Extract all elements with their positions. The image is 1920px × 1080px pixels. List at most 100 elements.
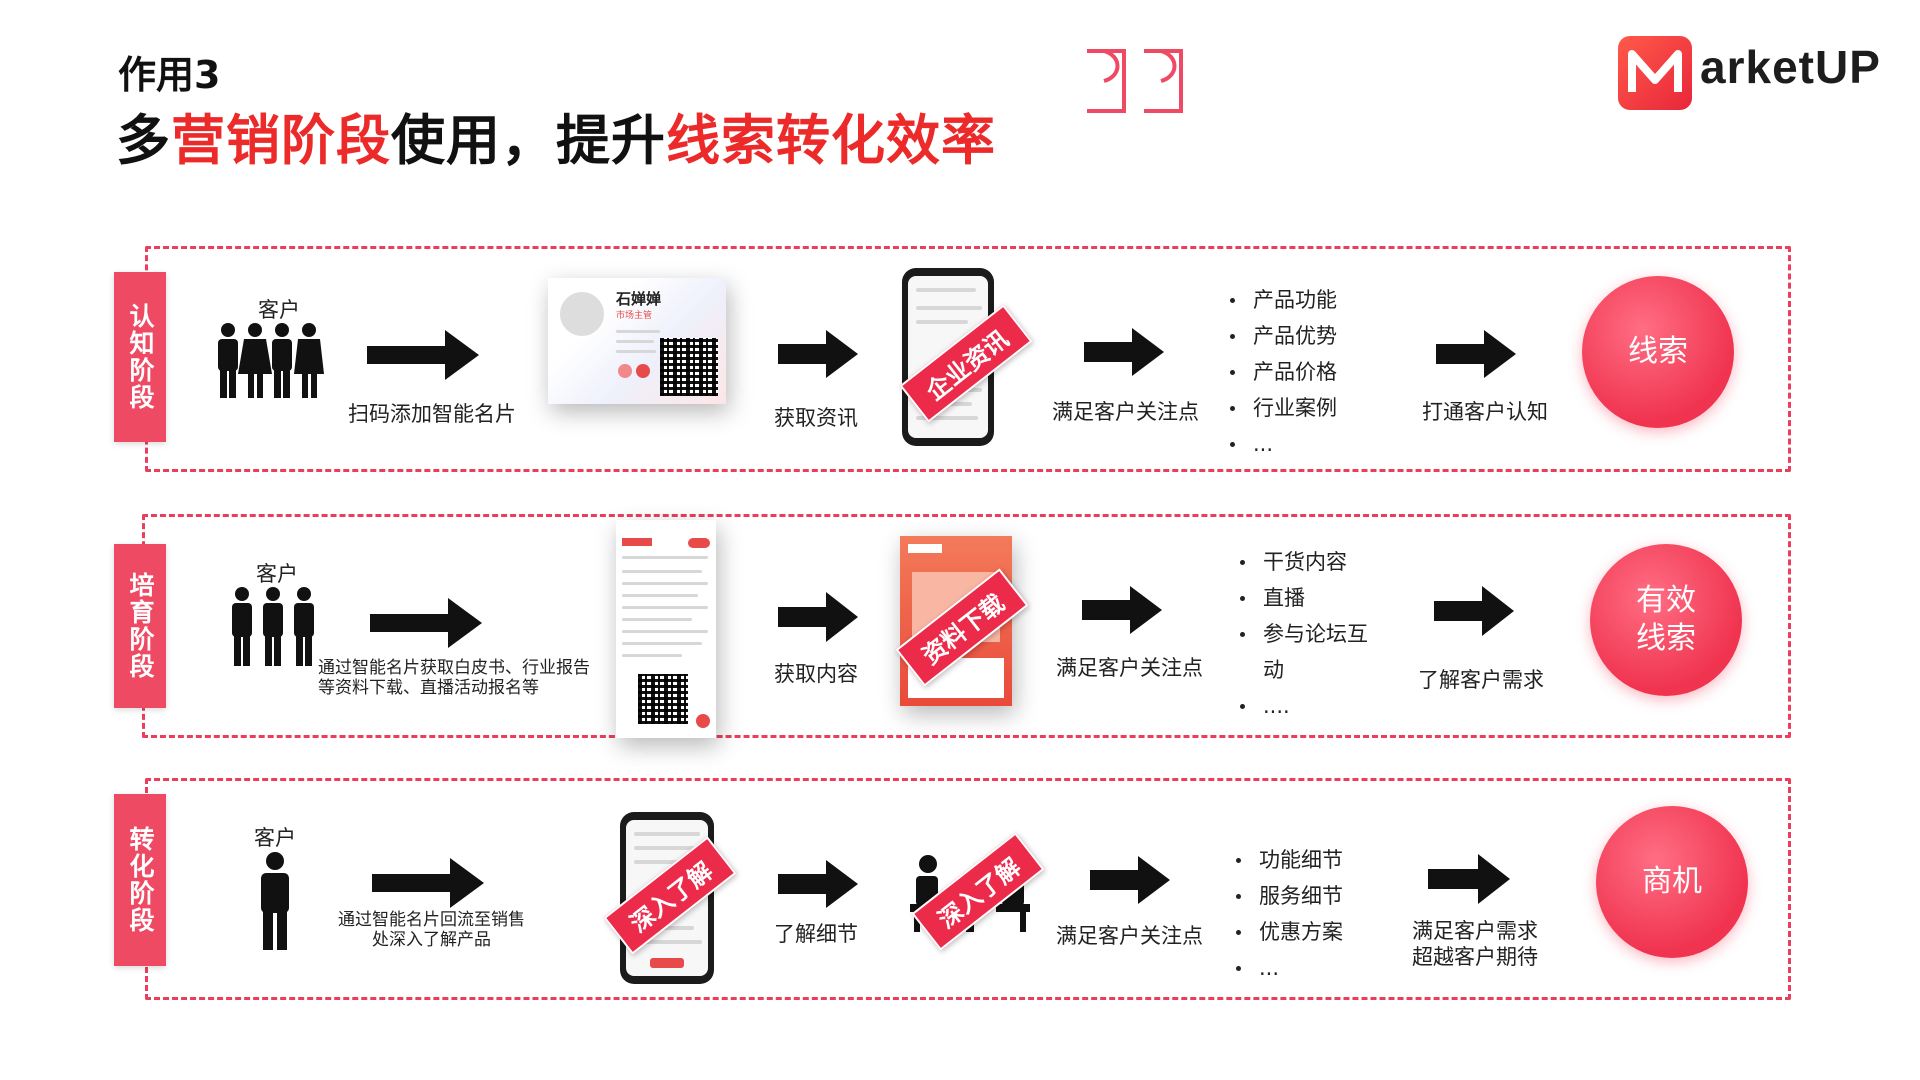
title-part-3: 使用，提升 bbox=[391, 109, 666, 172]
label-line-1: 满足客户需求 bbox=[1412, 919, 1538, 943]
step-learn-details-label: 了解细节 bbox=[774, 922, 858, 946]
arrow-right-icon bbox=[1428, 854, 1510, 904]
step-get-info-label: 获取资讯 bbox=[774, 406, 858, 430]
title-part-1: 多 bbox=[116, 109, 171, 172]
result-circle-opportunity: 商机 bbox=[1596, 806, 1748, 958]
page-line bbox=[622, 594, 698, 597]
logo-m-icon bbox=[1618, 36, 1692, 110]
arrow-right-icon bbox=[778, 330, 858, 378]
card-role: 市场主管 bbox=[616, 311, 653, 321]
page-line bbox=[622, 606, 708, 609]
smart-business-card: 石婵婵 市场主管 bbox=[548, 278, 726, 404]
list-item: ... bbox=[1236, 950, 1343, 986]
step-exceed-label: 满足客户需求 超越客户期待 bbox=[1412, 918, 1538, 970]
step-meet-needs-label: 满足客户关注点 bbox=[1052, 400, 1199, 424]
step-connect-label: 打通客户认知 bbox=[1422, 400, 1548, 424]
focus-points-list: 功能细节 服务细节 优惠方案 ... bbox=[1236, 842, 1343, 986]
label-line-2: 超越客户期待 bbox=[1412, 945, 1538, 969]
focus-points-list: 干货内容 直播 参与论坛互 动 .... bbox=[1240, 544, 1368, 724]
list-item: 功能细节 bbox=[1236, 842, 1343, 878]
arrow-right-icon bbox=[372, 858, 484, 908]
screen-line bbox=[634, 832, 700, 836]
card-text-line bbox=[616, 340, 654, 343]
list-item: 行业案例 bbox=[1230, 390, 1337, 426]
step-get-content-label: 获取内容 bbox=[774, 662, 858, 686]
page-line bbox=[622, 642, 702, 645]
step-scan-label: 扫码添加智能名片 bbox=[348, 402, 516, 426]
customer-label: 客户 bbox=[256, 562, 298, 586]
screen-line bbox=[916, 416, 978, 420]
screen-line bbox=[916, 306, 982, 310]
customer-person-icon bbox=[261, 852, 289, 950]
arrow-right-icon bbox=[1082, 586, 1162, 634]
desc-line-2: 等资料下载、直播活动报名等 bbox=[318, 678, 539, 698]
result-line-2: 线索 bbox=[1636, 621, 1696, 656]
customer-label: 客户 bbox=[258, 298, 300, 322]
page-line bbox=[622, 556, 708, 559]
screen-line bbox=[634, 940, 702, 944]
screen-line bbox=[916, 320, 968, 324]
arrow-right-icon bbox=[1434, 586, 1514, 636]
list-item: .... bbox=[1240, 688, 1368, 724]
list-item: 服务细节 bbox=[1236, 878, 1343, 914]
customer-label: 客户 bbox=[254, 826, 296, 850]
avatar bbox=[558, 290, 606, 338]
focus-points-list: 产品功能 产品优势 产品价格 行业案例 ... bbox=[1230, 282, 1337, 462]
page-line bbox=[622, 618, 692, 621]
section-subtitle: 作用3 bbox=[118, 53, 221, 97]
page-line bbox=[622, 630, 708, 633]
arrow-right-icon bbox=[367, 330, 479, 380]
mini-logo bbox=[622, 538, 652, 546]
whitepaper-page bbox=[616, 520, 716, 738]
screen-line bbox=[634, 846, 694, 850]
step-understand-needs-label: 了解客户需求 bbox=[1418, 668, 1544, 692]
brand-logo: arketUP bbox=[1618, 36, 1908, 114]
page-line bbox=[622, 570, 702, 573]
list-item: 参与论坛互 bbox=[1240, 616, 1368, 652]
mini-logo bbox=[908, 544, 942, 553]
share-icon bbox=[696, 714, 710, 728]
step-meet-needs-label: 满足客户关注点 bbox=[1056, 656, 1203, 680]
arrow-right-icon bbox=[1084, 328, 1164, 376]
arrow-right-icon bbox=[778, 860, 858, 908]
qr-code-icon bbox=[638, 674, 688, 724]
result-line-1: 有效 bbox=[1636, 583, 1696, 618]
stage-tab-conversion: 转化阶段 bbox=[114, 794, 166, 966]
result-circle-valid-leads: 有效 线索 bbox=[1590, 544, 1742, 696]
arrow-right-icon bbox=[1090, 856, 1170, 904]
desc-line-1: 通过智能名片回流至销售 bbox=[338, 910, 525, 930]
quote-mark-icon bbox=[1087, 49, 1183, 113]
screen-line bbox=[916, 288, 976, 292]
message-icon bbox=[636, 364, 650, 378]
screen-button bbox=[650, 958, 684, 968]
title-part-4: 线索转化效率 bbox=[666, 109, 996, 172]
page-line bbox=[622, 654, 682, 657]
card-text-line bbox=[616, 350, 656, 353]
logo-text: arketUP bbox=[1700, 41, 1881, 93]
list-item: 产品功能 bbox=[1230, 282, 1337, 318]
mini-button bbox=[688, 538, 710, 548]
phone-icon bbox=[618, 364, 632, 378]
desc-line-2: 处深入了解产品 bbox=[372, 930, 491, 950]
page-title: 多营销阶段使用，提升线索转化效率 bbox=[116, 96, 996, 175]
qr-code-icon bbox=[660, 338, 718, 396]
step-get-content-desc: 通过智能名片获取白皮书、行业报告 等资料下载、直播活动报名等 bbox=[318, 658, 590, 698]
customers-group-icon bbox=[218, 323, 324, 398]
screen-line bbox=[634, 860, 704, 864]
arrow-right-icon bbox=[778, 592, 858, 642]
list-item: 直播 bbox=[1240, 580, 1368, 616]
list-item: ... bbox=[1230, 426, 1337, 462]
list-item: 产品价格 bbox=[1230, 354, 1337, 390]
step-return-sales-desc: 通过智能名片回流至销售 处深入了解产品 bbox=[338, 910, 525, 950]
card-name: 石婵婵 bbox=[616, 290, 662, 308]
arrow-right-icon bbox=[1436, 330, 1516, 378]
stage-tab-awareness: 认知阶段 bbox=[114, 272, 166, 442]
card-text-line bbox=[616, 330, 660, 333]
page-line bbox=[622, 582, 708, 585]
list-item: 优惠方案 bbox=[1236, 914, 1343, 950]
customers-group-icon bbox=[232, 587, 314, 666]
result-circle-leads: 线索 bbox=[1582, 276, 1734, 428]
stage-tab-nurture: 培育阶段 bbox=[114, 544, 166, 708]
list-item: 动 bbox=[1263, 658, 1284, 682]
list-item: 产品优势 bbox=[1230, 318, 1337, 354]
